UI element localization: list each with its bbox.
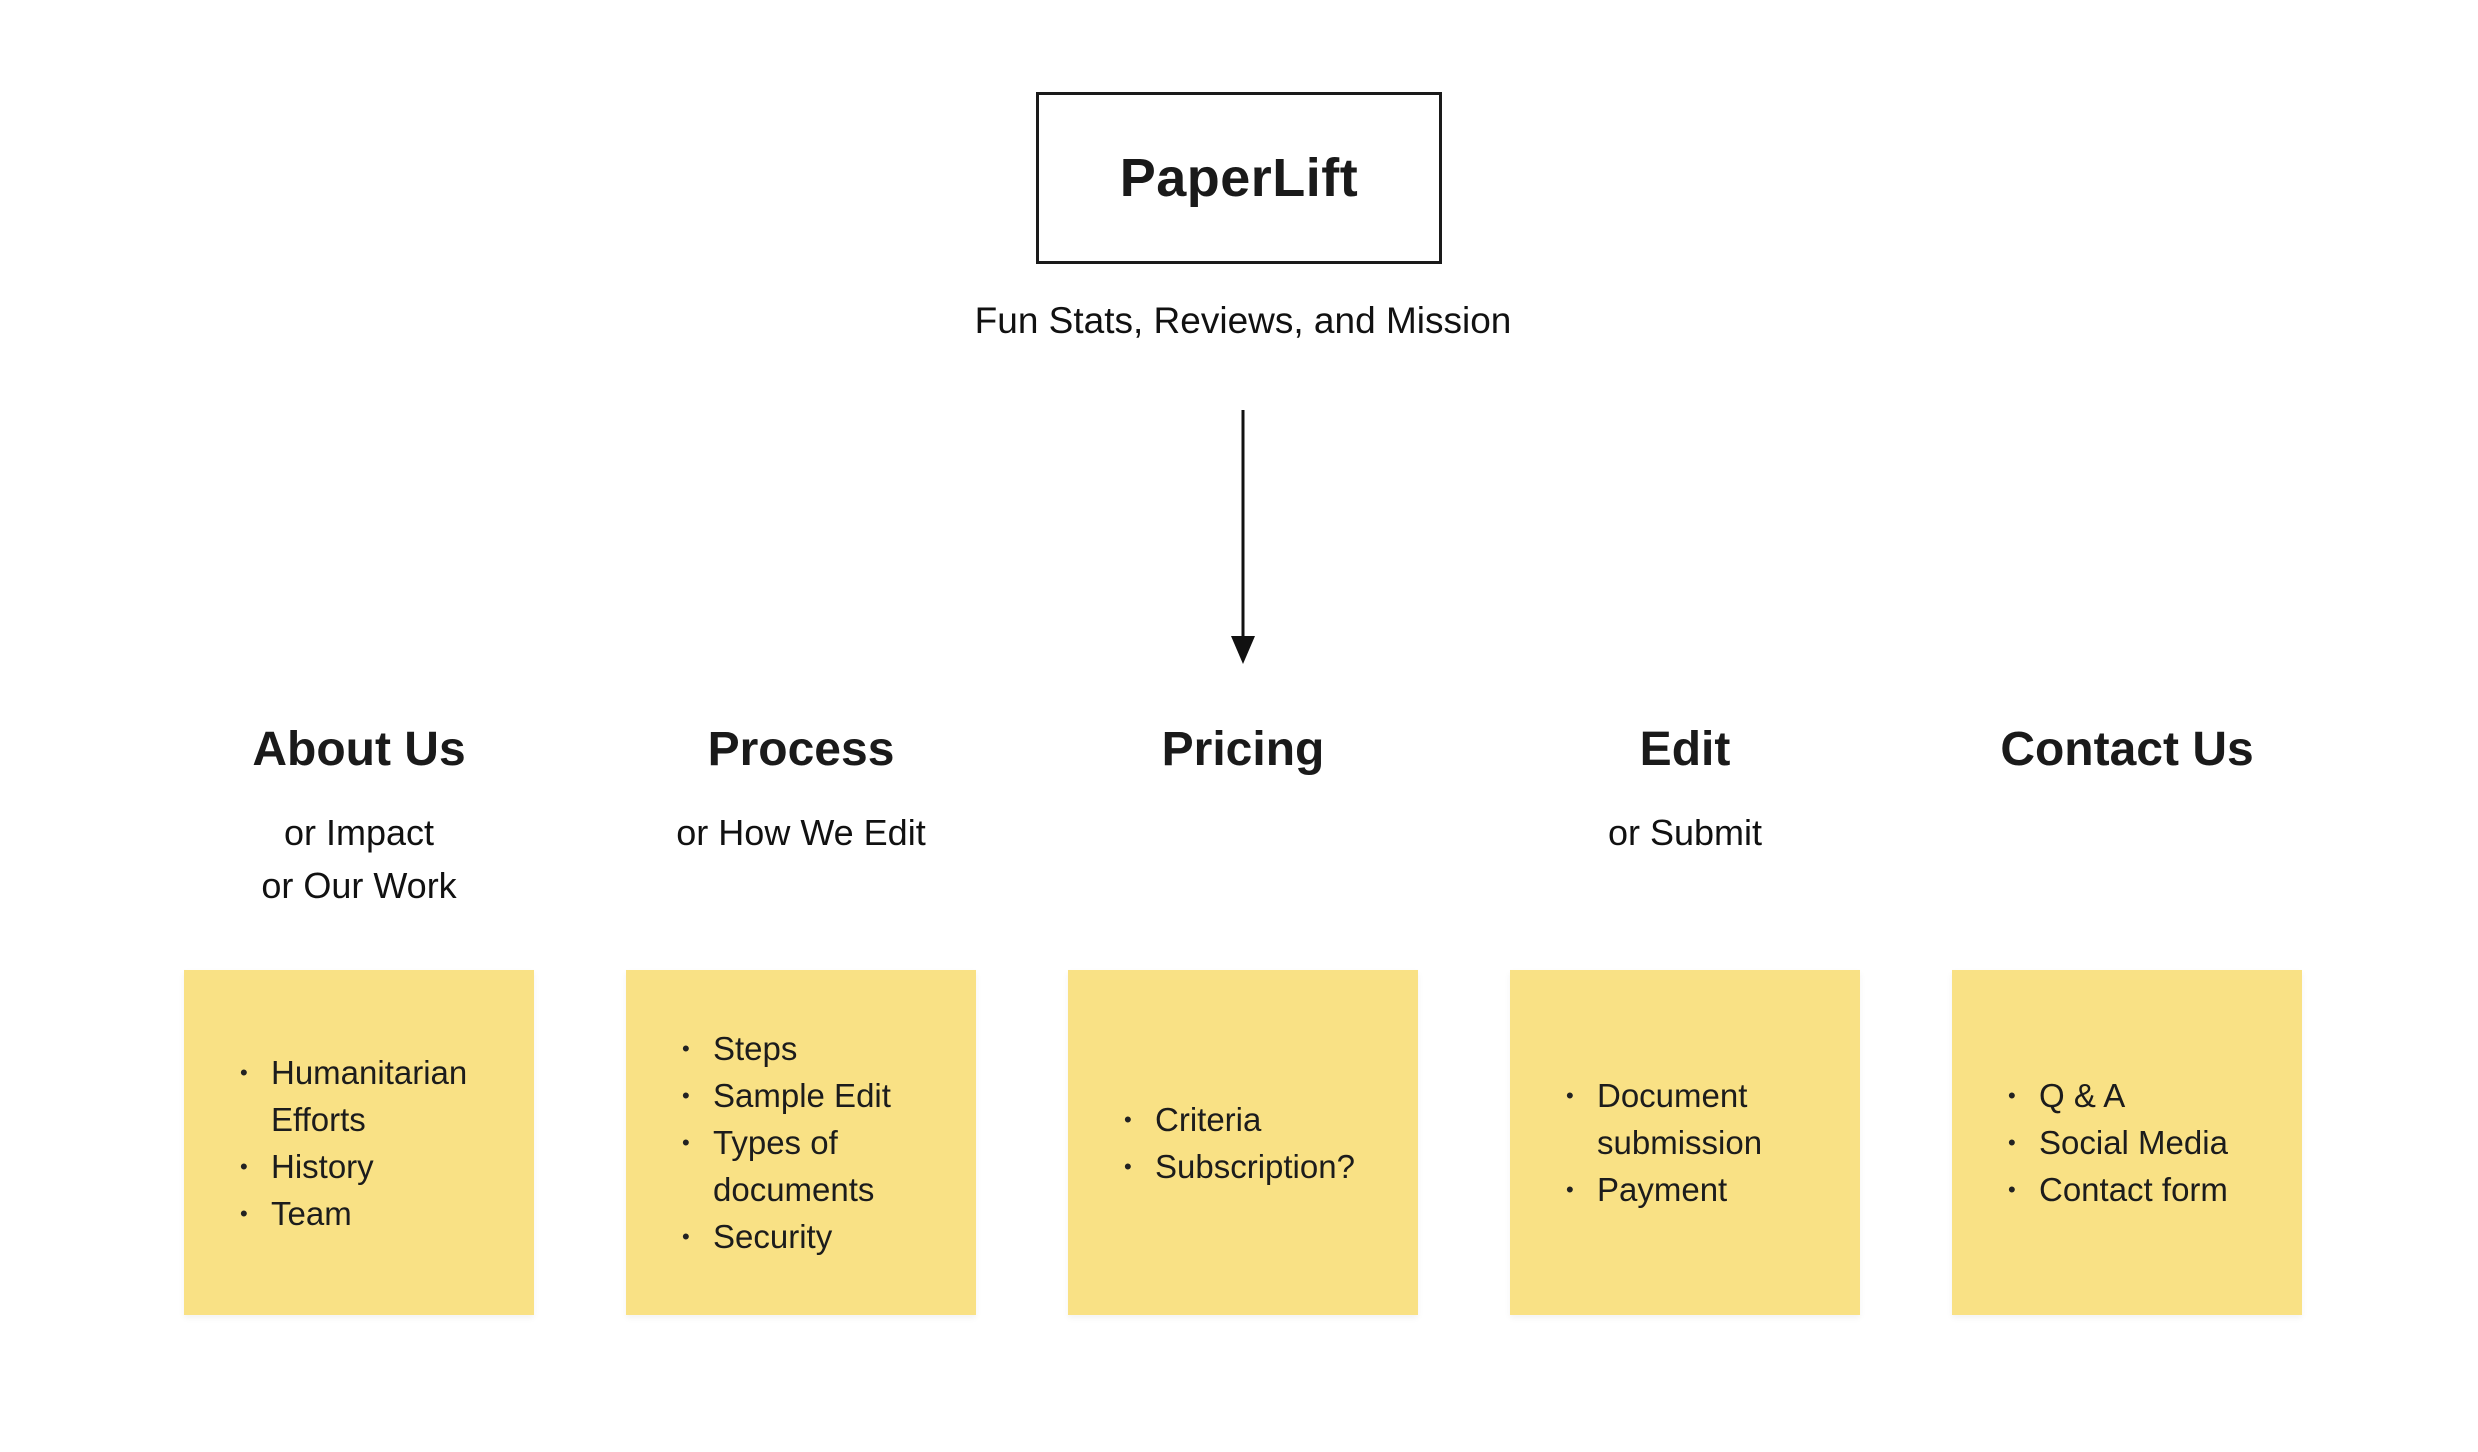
note-bullet-item: • Subscription? <box>1124 1143 1384 1190</box>
note-item-label: Q & A <box>2039 1077 2126 1114</box>
column-about-us: About Us or Impact or Our Work • Humanit… <box>184 722 534 1315</box>
column-alt-label: or Our Work <box>261 865 457 906</box>
bullet-dot-icon: • <box>1566 1177 1574 1202</box>
column-alt-label: or How We Edit <box>676 812 926 853</box>
title-card[interactable]: PaperLift <box>1036 92 1442 264</box>
note-bullet-list: • Humanitarian Efforts • History • Team <box>184 1049 534 1237</box>
column-heading: Process <box>707 723 895 776</box>
column-heading: Contact Us <box>2000 723 2254 776</box>
column-process: Process or How We Edit • Steps • Sample … <box>626 722 976 1315</box>
note-item-label: Types of documents <box>713 1124 875 1208</box>
arrow-down-icon <box>1231 410 1255 664</box>
note-bullet-list: • Criteria • Subscription? <box>1068 1096 1418 1190</box>
note-item-label: Document submission <box>1597 1077 1763 1161</box>
bullet-dot-icon: • <box>682 1130 690 1155</box>
bullet-dot-icon: • <box>682 1036 690 1061</box>
note-item-label: Security <box>713 1218 833 1255</box>
bullet-dot-icon: • <box>682 1224 690 1249</box>
note-item-label: Criteria <box>1155 1100 1262 1138</box>
bullet-dot-icon: • <box>2008 1083 2016 1108</box>
note-item-label: Payment <box>1597 1171 1728 1208</box>
note-bullet-item: • History <box>240 1143 500 1190</box>
column-heading: About Us <box>252 723 466 776</box>
sticky-note[interactable]: • Q & A • Social Media • Contact form <box>1952 970 2302 1315</box>
columns-row: About Us or Impact or Our Work • Humanit… <box>184 722 2302 1315</box>
column-alt-label: or Impact <box>283 812 435 853</box>
note-bullet-list: • Q & A • Social Media • Contact form <box>1952 1072 2302 1213</box>
column-alt-label: or Submit <box>1607 812 1763 853</box>
bullet-dot-icon: • <box>240 1153 248 1179</box>
sticky-note[interactable]: • Steps • Sample Edit • Types of documen… <box>626 970 976 1315</box>
bullet-dot-icon: • <box>1124 1153 1132 1179</box>
column-heading: Edit <box>1639 723 1731 776</box>
sticky-note[interactable]: • Humanitarian Efforts • History • Team <box>184 970 534 1315</box>
note-bullet-item: • Contact form <box>2008 1166 2268 1213</box>
note-bullet-list: • Document submission • Payment <box>1510 1072 1860 1213</box>
bullet-dot-icon: • <box>2008 1130 2016 1155</box>
note-bullet-item: • Sample Edit <box>682 1072 942 1119</box>
bullet-dot-icon: • <box>240 1059 248 1085</box>
sticky-note[interactable]: • Criteria • Subscription? <box>1068 970 1418 1315</box>
note-item-label: Steps <box>713 1030 798 1067</box>
note-bullet-item: • Types of documents <box>682 1119 942 1213</box>
column-heading: Pricing <box>1161 723 1325 776</box>
note-bullet-item: • Social Media <box>2008 1119 2268 1166</box>
note-bullet-item: • Document submission <box>1566 1072 1826 1166</box>
column-contact-us: Contact Us • Q & A • Social Media • Cont… <box>1952 722 2302 1315</box>
note-bullet-item: • Team <box>240 1190 500 1237</box>
note-bullet-item: • Security <box>682 1213 942 1260</box>
note-item-label: Team <box>271 1194 352 1232</box>
site-title: PaperLift <box>1119 148 1359 208</box>
note-bullet-list: • Steps • Sample Edit • Types of documen… <box>626 1025 976 1260</box>
note-item-label: Humanitarian Efforts <box>271 1053 468 1138</box>
note-item-label: Contact form <box>2039 1171 2228 1208</box>
sticky-note[interactable]: • Document submission • Payment <box>1510 970 1860 1315</box>
column-alt-names: or Submit <box>1510 782 1860 970</box>
title-subtitle: Fun Stats, Reviews, and Mission <box>974 300 1512 341</box>
column-alt-names: or Impact or Our Work <box>184 782 534 970</box>
note-item-label: Social Media <box>2039 1124 2228 1161</box>
note-bullet-item: • Humanitarian Efforts <box>240 1049 500 1143</box>
bullet-dot-icon: • <box>240 1200 248 1226</box>
note-bullet-item: • Steps <box>682 1025 942 1072</box>
column-alt-names <box>1952 782 2302 970</box>
note-item-label: History <box>271 1147 374 1185</box>
note-item-label: Subscription? <box>1155 1147 1355 1185</box>
note-bullet-item: • Q & A <box>2008 1072 2268 1119</box>
bullet-dot-icon: • <box>1124 1106 1132 1132</box>
note-bullet-item: • Criteria <box>1124 1096 1384 1143</box>
bullet-dot-icon: • <box>1566 1083 1574 1108</box>
column-alt-names <box>1068 782 1418 970</box>
bullet-dot-icon: • <box>682 1083 690 1108</box>
column-edit: Edit or Submit • Document submission • P… <box>1510 722 1860 1315</box>
column-pricing: Pricing • Criteria • Subscription? <box>1068 722 1418 1315</box>
bullet-dot-icon: • <box>2008 1177 2016 1202</box>
column-alt-names: or How We Edit <box>626 782 976 970</box>
note-item-label: Sample Edit <box>713 1077 891 1114</box>
note-bullet-item: • Payment <box>1566 1166 1826 1213</box>
